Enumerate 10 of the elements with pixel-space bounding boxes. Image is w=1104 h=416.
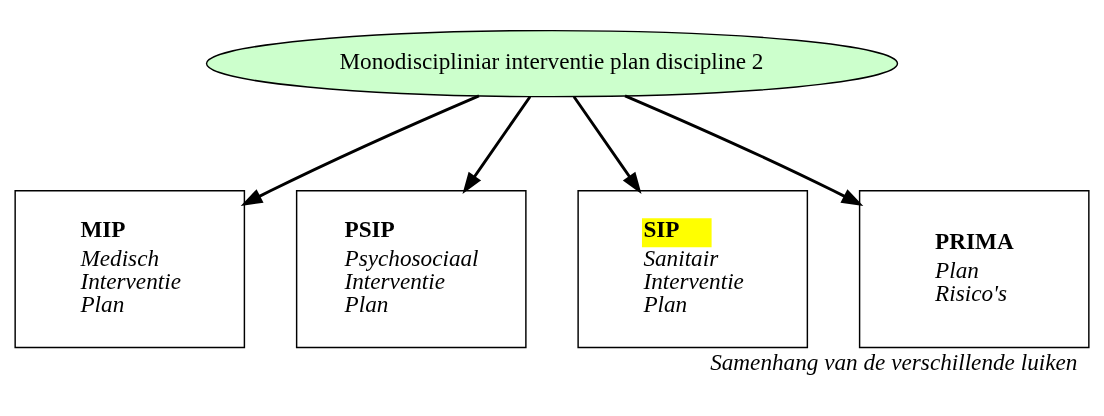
node-box: SIP Sanitair Interventie Plan — [577, 190, 809, 349]
arrow — [572, 95, 642, 194]
arrow — [624, 94, 864, 206]
arrow — [462, 95, 532, 194]
node-ellipse: Monodiscipliniar interventie plan discipline 2 — [205, 29, 899, 98]
node-box: MIP Medisch Interventie Plan — [14, 190, 246, 349]
arrow — [240, 94, 480, 206]
caption: Samenhang van de verschillende luiken — [710, 349, 1078, 376]
node-box: PSIP Psychosociaal Interventie Plan — [295, 190, 527, 349]
node-box: PRIMA Plan Risico's — [858, 190, 1090, 349]
